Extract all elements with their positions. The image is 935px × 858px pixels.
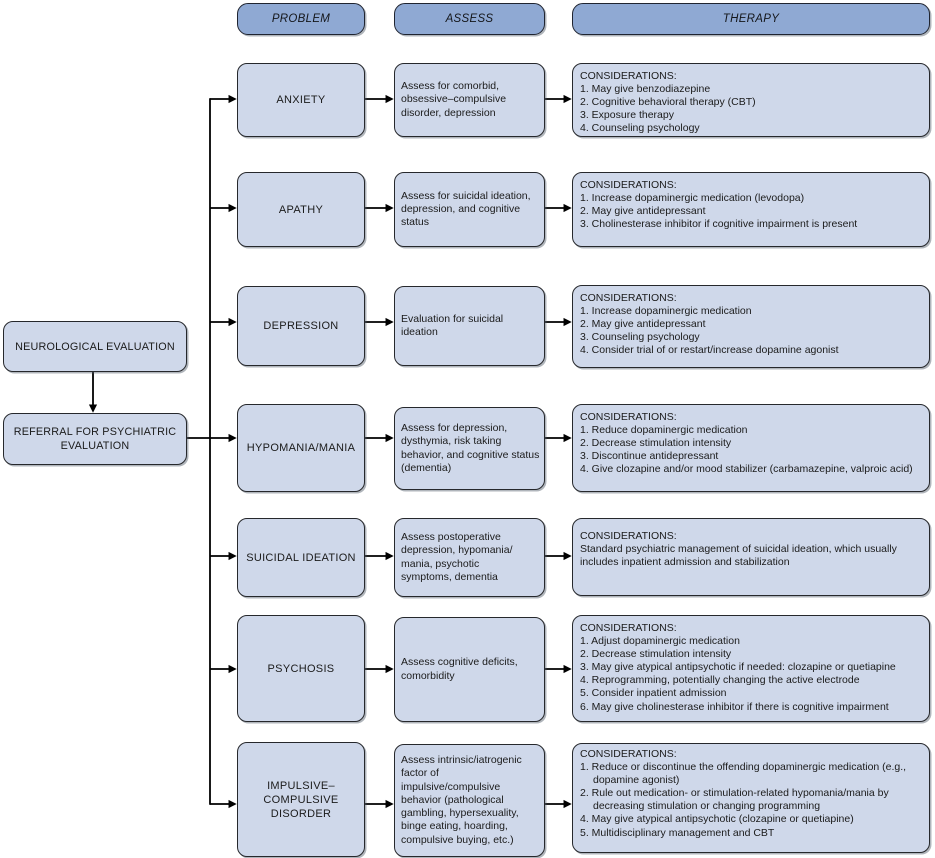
therapy-box-apathy: CONSIDERATIONS: 1. Increase dopaminergic… [572, 172, 930, 247]
assess-text: Assess intrinsic/iatrogenic factor of im… [401, 754, 522, 846]
therapy-item: 2. Cognitive behavioral therapy (CBT) [580, 96, 756, 109]
problem-box-depression: DEPRESSION [237, 286, 365, 366]
therapy-item: 4. Consider trial of or restart/increase… [580, 344, 839, 357]
assess-box-hypomania-mania: Assess for depression, dysthymia, risk t… [394, 407, 545, 490]
assess-box-apathy: Assess for suicidal ideation, depression… [394, 172, 545, 247]
column-header-therapy: THERAPY [572, 3, 930, 35]
therapy-title: CONSIDERATIONS: [580, 622, 677, 634]
therapy-item: 2. May give antidepressant [580, 318, 706, 331]
column-header-problem: PROBLEM [237, 3, 365, 35]
assess-box-anxiety: Assess for comorbid, obsessive–compulsiv… [394, 63, 545, 137]
referral-psychiatric-evaluation-box: REFERRAL FOR PSYCHIATRIC EVALUATION [3, 413, 187, 465]
therapy-title: CONSIDERATIONS: [580, 530, 677, 542]
therapy-item: 3. Exposure therapy [580, 109, 674, 122]
therapy-item: 3. Counseling psychology [580, 331, 700, 344]
problem-box-impulsive-compulsive-disorder: IMPULSIVE– COMPULSIVE DISORDER [237, 742, 365, 857]
problem-box-anxiety: ANXIETY [237, 63, 365, 137]
therapy-items: 1. Increase dopaminergic medication (lev… [580, 192, 927, 231]
therapy-item: 2. May give antidepressant [580, 205, 706, 218]
therapy-item: 4. Counseling psychology [580, 122, 700, 135]
therapy-item: 3. Cholinesterase inhibitor if cognitive… [580, 218, 858, 231]
assess-box-impulsive-compulsive-disorder: Assess intrinsic/iatrogenic factor of im… [394, 744, 545, 857]
assess-box-psychosis: Assess cognitive deficits, comorbidity [394, 617, 545, 722]
assess-text: Assess for depression, dysthymia, risk t… [401, 422, 540, 474]
therapy-item: 1. Reduce or discontinue the offending d… [580, 761, 907, 787]
problem-box-suicidal-ideation: SUICIDAL IDEATION [237, 518, 365, 597]
therapy-item: 5. Multidisciplinary management and CBT [580, 826, 775, 839]
therapy-items: 1. Reduce or discontinue the offending d… [580, 761, 927, 840]
therapy-item: 1. Increase dopaminergic medication (lev… [580, 192, 805, 205]
assess-box-depression: Evaluation for suicidal ideation [394, 286, 545, 366]
therapy-title: CONSIDERATIONS: [580, 179, 677, 191]
therapy-title: CONSIDERATIONS: [580, 292, 677, 304]
assess-text: Assess for comorbid, obsessive–compulsiv… [401, 80, 507, 119]
therapy-item: 1. May give benzodiazepine [580, 83, 711, 96]
therapy-box-impulsive-compulsive-disorder: CONSIDERATIONS: 1. Reduce or discontinue… [572, 743, 930, 853]
therapy-item: 2. Decrease stimulation intensity [580, 437, 732, 450]
therapy-title: CONSIDERATIONS: [580, 70, 677, 82]
assess-box-suicidal-ideation: Assess postoperative depression, hypoman… [394, 518, 545, 597]
therapy-item: 6. May give cholinesterase inhibitor if … [580, 700, 889, 713]
column-header-assess: ASSESS [394, 3, 545, 35]
therapy-item: 2. Rule out medication- or stimulation-r… [580, 787, 889, 813]
problem-box-apathy: APATHY [237, 172, 365, 247]
problem-box-psychosis: PSYCHOSIS [237, 615, 365, 722]
therapy-box-psychosis: CONSIDERATIONS: 1. Adjust dopaminergic m… [572, 615, 930, 722]
therapy-title: CONSIDERATIONS: [580, 411, 677, 423]
assess-text: Assess for suicidal ideation, depression… [401, 189, 531, 229]
therapy-items: Standard psychiatric management of suici… [580, 543, 927, 569]
therapy-item: 4. Give clozapine and/or mood stabilizer… [580, 463, 913, 476]
therapy-item: 1. Reduce dopaminergic medication [580, 424, 748, 437]
assess-text: Evaluation for suicidal ideation [401, 312, 504, 338]
assess-text: Assess postoperative depression, hypoman… [401, 531, 513, 583]
therapy-box-suicidal-ideation: CONSIDERATIONS: Standard psychiatric man… [572, 518, 930, 596]
therapy-item: 3. May give atypical antipsychotic if ne… [580, 661, 896, 674]
problem-box-hypomania-mania: HYPOMANIA/MANIA [237, 404, 365, 492]
therapy-item: 2. Decrease stimulation intensity [580, 648, 732, 661]
therapy-item: 4. May give atypical antipsychotic (cloz… [580, 813, 854, 826]
therapy-title: CONSIDERATIONS: [580, 748, 677, 760]
neurological-evaluation-box: NEUROLOGICAL EVALUATION [3, 321, 187, 372]
therapy-box-depression: CONSIDERATIONS: 1. Increase dopaminergic… [572, 285, 930, 368]
assess-text: Assess cognitive deficits, comorbidity [401, 656, 518, 682]
therapy-item: 5. Consider inpatient admission [580, 687, 727, 700]
therapy-item: 1. Increase dopaminergic medication [580, 305, 752, 318]
therapy-item: 1. Adjust dopaminergic medication [580, 635, 740, 648]
therapy-box-hypomania-mania: CONSIDERATIONS: 1. Reduce dopaminergic m… [572, 404, 930, 492]
therapy-item: Standard psychiatric management of suici… [580, 543, 897, 569]
therapy-box-anxiety: CONSIDERATIONS: 1. May give benzodiazepi… [572, 63, 930, 137]
therapy-item: 3. Discontinue antidepressant [580, 450, 719, 463]
therapy-item: 4. Reprogramming, potentially changing t… [580, 674, 860, 687]
